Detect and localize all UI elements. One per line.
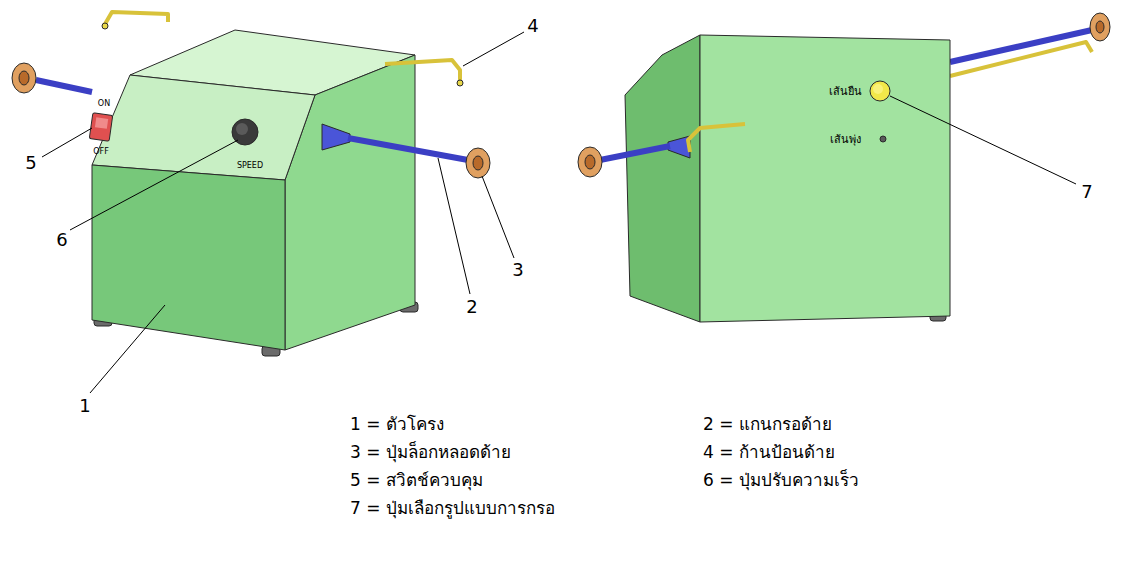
switch-rocker bbox=[95, 117, 108, 129]
rod-cone bbox=[322, 124, 350, 150]
spindle-rod bbox=[600, 146, 670, 160]
spindle-rod bbox=[36, 80, 92, 92]
lock-cap-core bbox=[19, 71, 29, 85]
part-legend-item: 5 = สวิตช์ควบคุม bbox=[350, 470, 483, 490]
rear-view bbox=[578, 13, 1110, 322]
lock-cap bbox=[578, 147, 602, 177]
leader-line bbox=[90, 305, 165, 393]
speed-knob-top bbox=[236, 123, 248, 135]
leader-line bbox=[463, 32, 524, 66]
leader-line bbox=[482, 176, 514, 258]
part-legend-item: 6 = ปุ่มปรับความเร็ว bbox=[703, 470, 859, 490]
spindle-rod bbox=[348, 138, 468, 160]
part-legend-item: 1 = ตัวโครง bbox=[350, 414, 444, 434]
front-face bbox=[92, 165, 285, 350]
lock-cap bbox=[12, 63, 36, 93]
control-switch bbox=[89, 113, 112, 142]
panel-text: เส้นยืน bbox=[829, 85, 862, 98]
leader-lines bbox=[890, 96, 1076, 184]
feed-arm-ring bbox=[457, 80, 463, 86]
panel-text: เส้นพุ่ง bbox=[830, 133, 861, 146]
callout-number: 1 bbox=[79, 395, 90, 417]
callout-number: 6 bbox=[56, 229, 67, 251]
part-legend-item: 7 = ปุ่มเลือกรูปแบบการกรอ bbox=[350, 498, 555, 518]
rear-face bbox=[700, 35, 950, 322]
lock-cap-core bbox=[1096, 21, 1104, 33]
leader-line bbox=[890, 96, 1076, 184]
callout-number: 4 bbox=[527, 15, 538, 37]
mode-indicator bbox=[880, 136, 886, 142]
callout-number: 2 bbox=[466, 296, 477, 318]
switch-text: OFF bbox=[93, 147, 109, 157]
feed-arm-ring bbox=[102, 23, 108, 29]
mode-knob bbox=[870, 81, 890, 101]
lock-cap-core bbox=[585, 155, 595, 169]
front-view bbox=[12, 12, 490, 356]
callout-number: 3 bbox=[512, 259, 523, 281]
leader-line bbox=[438, 158, 470, 294]
leader-line bbox=[42, 128, 92, 157]
control-panel bbox=[92, 75, 315, 180]
knob-text: SPEED bbox=[237, 161, 263, 171]
feed-arm bbox=[950, 42, 1092, 76]
side-face bbox=[625, 35, 700, 322]
switch-text: ON bbox=[98, 99, 110, 109]
lock-cap bbox=[466, 148, 490, 178]
part-legend-item: 4 = ก้านป้อนด้าย bbox=[703, 442, 835, 462]
lock-cap bbox=[1090, 13, 1110, 41]
part-legend-item: 2 = แกนกรอด้าย bbox=[703, 414, 832, 434]
callout-number: 7 bbox=[1081, 181, 1092, 203]
leader-line bbox=[70, 140, 238, 230]
leader-lines bbox=[42, 32, 524, 393]
feed-arm bbox=[105, 12, 168, 24]
mode-knob-top bbox=[873, 84, 883, 94]
lock-cap-core bbox=[473, 156, 483, 170]
feed-arm bbox=[385, 60, 460, 80]
feed-arm bbox=[688, 124, 745, 152]
part-legend-item: 3 = ปุ่มล็อกหลอดด้าย bbox=[350, 442, 511, 462]
callout-number: 5 bbox=[25, 152, 36, 174]
